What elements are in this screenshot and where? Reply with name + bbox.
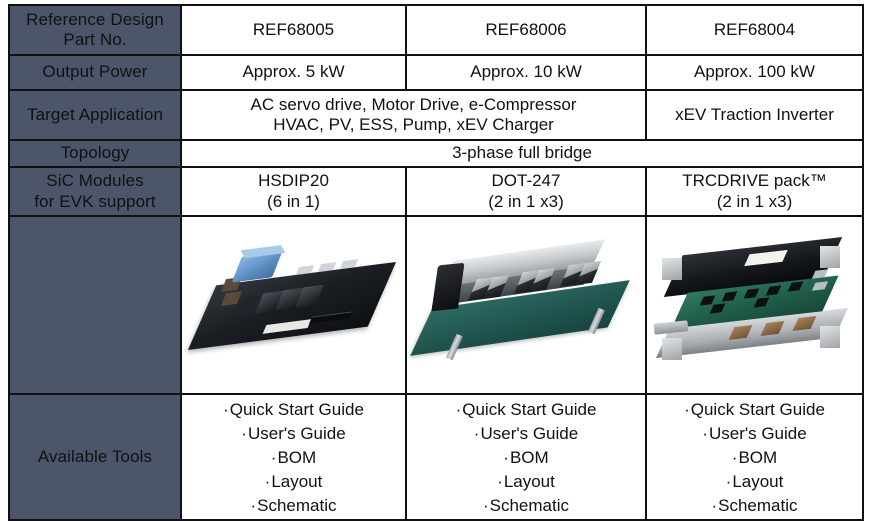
cell-sic-module-ref68004: TRCDRIVE pack™ (2 in 1 x3) [645,166,864,217]
tools-list-ref68004: ·Quick Start Guide ·User's Guide ·BOM ·L… [647,396,862,519]
tool-label: Schematic [257,496,337,516]
list-item: ·Quick Start Guide [407,398,645,422]
cell-target-application-automotive: xEV Traction Inverter [645,89,864,141]
cell-tools-ref68004: ·Quick Start Guide ·User's Guide ·BOM ·L… [645,393,864,521]
table-row-part-no: Reference Design Part No. REF68005 REF68… [8,4,864,56]
bullet-icon: · [223,399,229,419]
list-item: ·Layout [647,470,862,494]
ref68006-board-art [410,230,631,380]
table-row-target-application: Target Application AC servo drive, Motor… [8,89,864,141]
cell-tools-ref68006: ·Quick Start Guide ·User's Guide ·BOM ·L… [405,393,647,521]
tools-list-ref68006: ·Quick Start Guide ·User's Guide ·BOM ·L… [407,396,645,519]
bullet-icon: · [725,472,732,492]
ref68004-board-art [652,230,858,380]
cell-photo-ref68005 [180,215,407,395]
table-row-topology: Topology 3-phase full bridge [8,139,864,168]
tool-label: Schematic [489,496,570,516]
list-item: ·Schematic [407,494,645,518]
tool-label: Layout [503,472,555,492]
cell-sic-module-ref68006: DOT-247 (2 in 1 x3) [405,166,647,217]
tool-label: Quick Start Guide [690,399,825,419]
tool-label: Quick Start Guide [229,399,364,419]
cell-output-power-ref68005: Approx. 5 kW [180,54,407,91]
cell-photo-ref68006 [405,215,647,395]
tool-label: User's Guide [708,423,807,443]
bullet-icon: · [497,472,503,492]
row-header-output-power: Output Power [8,54,182,91]
bullet-icon: · [702,423,708,443]
bullet-icon: · [241,423,247,443]
bullet-icon: · [684,399,690,419]
cell-output-power-ref68006: Approx. 10 kW [405,54,647,91]
row-header-target-application: Target Application [8,89,182,141]
tool-label: BOM [509,447,549,467]
cell-photo-ref68004 [645,215,864,395]
tool-label: Schematic [718,496,798,516]
list-item: ·Layout [407,470,645,494]
table-row-product-photos [8,215,864,395]
bullet-icon: · [731,447,738,467]
mounting-bracket [819,326,840,348]
ref68006-board-photo [407,217,645,393]
list-item: ·User's Guide [182,422,405,446]
bullet-icon: · [482,496,489,516]
ref68005-board-photo [182,217,405,393]
cell-topology-all: 3-phase full bridge [180,139,864,168]
table-row-output-power: Output Power Approx. 5 kW Approx. 10 kW … [8,54,864,91]
bullet-icon: · [264,472,271,492]
bullet-icon: · [455,399,462,419]
ref68005-board-art [187,230,396,380]
tool-label: User's Guide [247,423,346,443]
list-item: ·Quick Start Guide [182,398,405,422]
tool-label: Layout [732,472,784,492]
tools-list-ref68005: ·Quick Start Guide ·User's Guide ·BOM ·L… [182,396,405,519]
tool-label: User's Guide [480,423,579,443]
table-row-available-tools: Available Tools ·Quick Start Guide ·User… [8,393,864,521]
row-header-reference-design-part-no: Reference Design Part No. [8,4,182,56]
bullet-icon: · [473,423,480,443]
cell-part-no-ref68004: REF68004 [645,4,864,56]
bullet-icon: · [711,496,718,516]
list-item: ·Schematic [182,494,405,518]
table-row-sic-modules: SiC Modules for EVK support HSDIP20 (6 i… [8,166,864,217]
cell-sic-module-ref68005: HSDIP20 (6 in 1) [180,166,407,217]
mounting-bracket [819,246,840,268]
cell-part-no-ref68006: REF68006 [405,4,647,56]
list-item: ·User's Guide [647,422,862,446]
cell-part-no-ref68005: REF68005 [180,4,407,56]
row-header-product-photos-blank [8,215,182,395]
bullet-icon: · [503,447,509,467]
list-item: ·BOM [647,446,862,470]
row-header-sic-modules: SiC Modules for EVK support [8,166,182,217]
bullet-icon: · [270,447,277,467]
tool-label: Quick Start Guide [462,399,597,419]
cell-target-application-industrial: AC servo drive, Motor Drive, e-Compresso… [180,89,647,141]
cell-tools-ref68005: ·Quick Start Guide ·User's Guide ·BOM ·L… [180,393,407,521]
reference-design-comparison-table: Reference Design Part No. REF68005 REF68… [8,4,864,521]
tool-label: BOM [277,447,317,467]
mounting-bracket [661,258,682,280]
tool-label: Layout [271,472,323,492]
tool-label: BOM [738,447,778,467]
list-item: ·Quick Start Guide [647,398,862,422]
list-item: ·BOM [407,446,645,470]
bullet-icon: · [250,496,257,516]
list-item: ·Layout [182,470,405,494]
cell-output-power-ref68004: Approx. 100 kW [645,54,864,91]
ref68004-board-photo [647,217,862,393]
list-item: ·BOM [182,446,405,470]
row-header-available-tools: Available Tools [8,393,182,521]
list-item: ·User's Guide [407,422,645,446]
list-item: ·Schematic [647,494,862,518]
row-header-topology: Topology [8,139,182,168]
mounting-bracket [661,338,682,360]
